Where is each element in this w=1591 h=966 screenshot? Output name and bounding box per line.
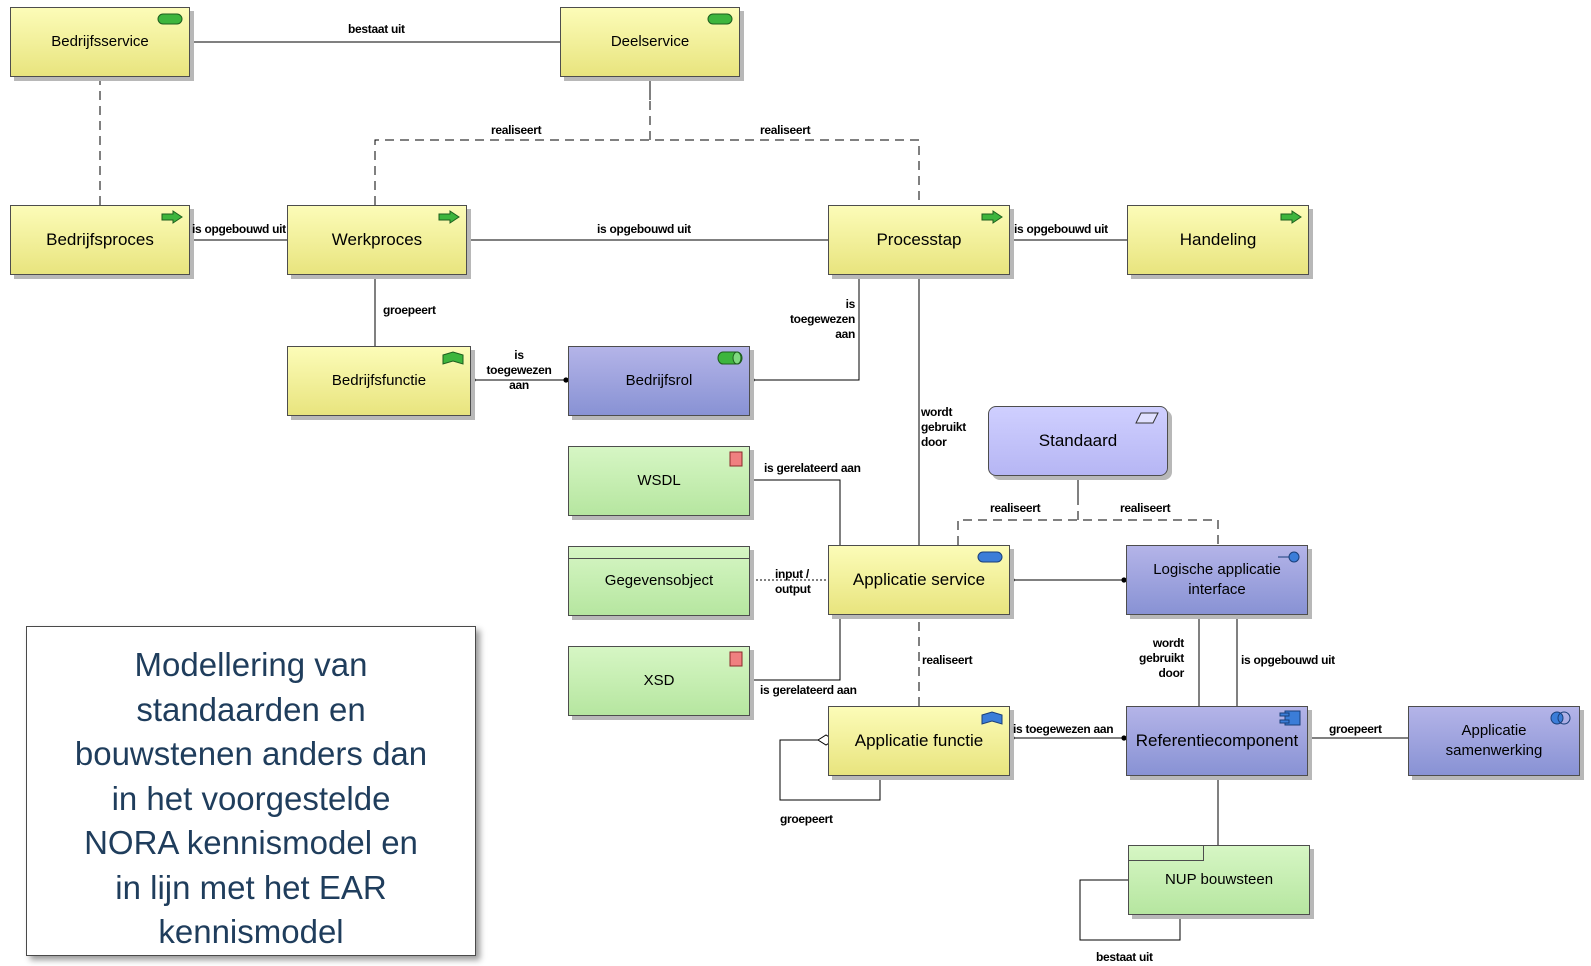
node-deelservice-label: Deelservice (610, 33, 690, 50)
node-processtap[interactable]: Processtap (828, 205, 1010, 275)
collaboration-icon (1550, 711, 1571, 725)
node-werkproces[interactable]: Werkproces (287, 205, 467, 275)
node-bedrijfsservice[interactable]: Bedrijfsservice (10, 7, 190, 77)
node-bedrijfsproces-label: Bedrijfsproces (46, 230, 154, 249)
label-toegewezen-rol: is toegewezen aan (486, 348, 552, 392)
label-gerelateerd-xsd: is gerelateerd aan (760, 683, 857, 697)
edge-realiseert-deelservice (374, 77, 920, 205)
node-applicatie-service-label: Applicatie service (852, 570, 986, 589)
node-bedrijfsrol[interactable]: Bedrijfsrol (568, 346, 750, 416)
label-toegewezen-stap: is toegewezen aan (789, 297, 855, 341)
edge-bestaat-uit-nup (1079, 879, 1181, 941)
explanation-note: Modellering van standaarden en bouwstene… (26, 626, 476, 956)
label-gebruikt-door-1: wordt gebruikt door (921, 405, 966, 449)
document-icon (729, 651, 743, 667)
node-logische-applicatie-interface-label: Logische applicatie interface (1153, 561, 1281, 598)
note-line: Modellering van (134, 646, 368, 683)
edge-groepeert-functie (779, 739, 881, 801)
role-icon (717, 351, 743, 365)
note-line: in lijn met het EAR (115, 868, 387, 906)
label-gerelateerd-wsdl: is gerelateerd aan (764, 461, 861, 475)
edge-toegewezen-stap (749, 273, 862, 383)
component-icon (1279, 710, 1301, 726)
process-arrow-icon (438, 210, 460, 224)
node-standaard-label: Standaard (1038, 431, 1118, 450)
node-xsd[interactable]: XSD (568, 646, 750, 716)
standard-icon (1135, 412, 1159, 424)
label-realiseert-left: realiseert (491, 123, 542, 137)
label-bestaat-uit-top: bestaat uit (348, 22, 405, 36)
edge-gerelateerd-wsdl (752, 479, 841, 545)
node-applicatie-functie-label: Applicatie functie (854, 731, 984, 750)
function-icon (442, 351, 464, 365)
node-bedrijfsservice-label: Bedrijfsservice (51, 33, 149, 50)
node-wsdl-label: WSDL (637, 472, 681, 489)
label-realiseert-appservice: realiseert (922, 653, 973, 667)
label-realiseert-std-right: realiseert (1120, 501, 1171, 515)
node-werkproces-label: Werkproces (331, 230, 423, 249)
label-realiseert-std-left: realiseert (990, 501, 1041, 515)
node-applicatie-service[interactable]: Applicatie service (828, 545, 1010, 615)
function-icon (981, 711, 1003, 725)
process-arrow-icon (981, 210, 1003, 224)
process-arrow-icon (1280, 210, 1302, 224)
label-opgebouwd-2: is opgebouwd uit (597, 222, 691, 236)
package-tab (1129, 846, 1204, 861)
node-gegevensobject[interactable]: Gegevensobject (568, 546, 750, 616)
node-nup-bouwsteen[interactable]: NUP bouwsteen (1128, 845, 1310, 915)
node-logische-applicatie-interface[interactable]: Logische applicatie interface (1126, 545, 1308, 615)
node-bedrijfsproces[interactable]: Bedrijfsproces (10, 205, 190, 275)
data-object-header (569, 547, 749, 559)
label-input-output: input / output (775, 567, 811, 596)
node-wsdl[interactable]: WSDL (568, 446, 750, 516)
node-handeling[interactable]: Handeling (1127, 205, 1309, 275)
node-bedrijfsrol-label: Bedrijfsrol (625, 372, 693, 389)
node-bedrijfsfunctie-label: Bedrijfsfunctie (331, 372, 427, 389)
label-toegewezen-ref: is toegewezen aan (1013, 722, 1114, 736)
label-opgebouwd-3: is opgebouwd uit (1014, 222, 1108, 236)
note-line: kennismodel (158, 913, 344, 950)
label-opgebouwd-1: is opgebouwd uit (192, 222, 286, 236)
node-referentiecomponent[interactable]: Referentiecomponent (1126, 706, 1308, 776)
node-xsd-label: XSD (643, 672, 675, 689)
label-groepeert-bedrijfsfunctie: groepeert (383, 303, 436, 317)
label-groepeert-functie: groepeert (780, 812, 833, 826)
node-applicatie-samenwerking[interactable]: Applicatie samenwerking (1408, 706, 1580, 776)
node-standaard[interactable]: Standaard (988, 406, 1168, 476)
edge-gerelateerd-xsd (752, 616, 841, 681)
node-processtap-label: Processtap (876, 230, 962, 249)
label-realiseert-right: realiseert (760, 123, 811, 137)
label-gebruikt-door-2: wordt gebruikt door (1139, 636, 1184, 680)
service-icon (707, 13, 733, 25)
node-bedrijfsfunctie[interactable]: Bedrijfsfunctie (287, 346, 471, 416)
node-handeling-label: Handeling (1179, 230, 1257, 249)
note-line: bouwstenen anders dan (74, 735, 428, 772)
node-nup-bouwsteen-label: NUP bouwsteen (1164, 871, 1274, 888)
node-applicatie-functie[interactable]: Applicatie functie (828, 706, 1010, 776)
node-deelservice[interactable]: Deelservice (560, 7, 740, 77)
label-bestaat-uit-nup: bestaat uit (1096, 950, 1153, 964)
service-icon (977, 551, 1003, 563)
service-icon (157, 13, 183, 25)
label-groepeert-samenwerking: groepeert (1329, 722, 1382, 736)
node-gegevensobject-label: Gegevensobject (604, 572, 714, 589)
process-arrow-icon (161, 210, 183, 224)
node-applicatie-samenwerking-label: Applicatie samenwerking (1445, 722, 1543, 759)
interface-icon (1278, 551, 1300, 563)
node-referentiecomponent-label: Referentiecomponent (1135, 731, 1299, 750)
label-opgebouwd-4: is opgebouwd uit (1241, 653, 1335, 667)
document-icon (729, 451, 743, 467)
note-line: NORA kennismodel en (84, 824, 418, 861)
note-line: standaarden en (136, 690, 366, 728)
note-line: in het voorgestelde (111, 779, 391, 817)
